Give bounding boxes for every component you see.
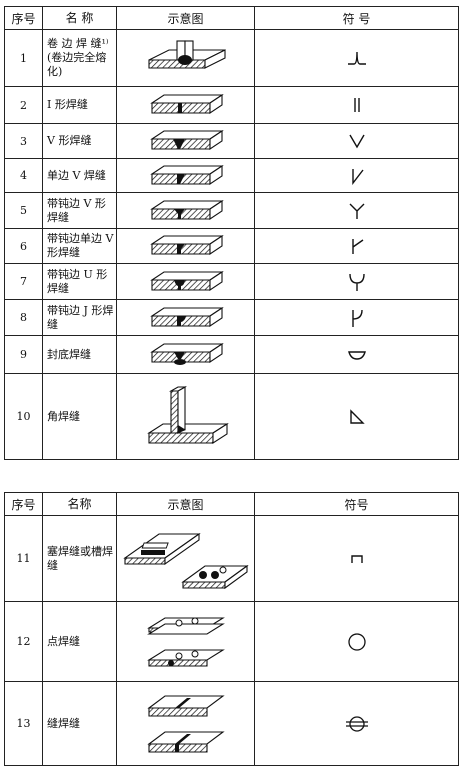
- row-num: 3: [4, 123, 43, 159]
- y-groove-symbol: [254, 192, 459, 229]
- row-num: 5: [4, 192, 43, 229]
- table-row: 7 带钝边 U 形焊缝: [4, 263, 459, 300]
- row-num: 7: [4, 263, 43, 300]
- table-row: 6 带钝边单边 V 形焊缝: [4, 228, 459, 264]
- row-num: 9: [4, 335, 43, 374]
- row-num: 10: [4, 373, 43, 460]
- row-name: 带钝边 U 形焊缝: [42, 263, 117, 300]
- table-row: 12 点焊缝: [4, 601, 459, 682]
- diagram-j-groove: [116, 299, 255, 336]
- row-num: 6: [4, 228, 43, 264]
- row-name: 带钝边 V 形焊缝: [42, 192, 117, 229]
- half-y-groove-symbol: [254, 228, 459, 264]
- table-row: 2 I 形焊缝: [4, 86, 459, 124]
- row-num: 2: [4, 86, 43, 124]
- diagram-fillet-weld: [116, 373, 255, 460]
- row-name: 点焊缝: [42, 601, 117, 682]
- fillet-weld-symbol: [254, 373, 459, 460]
- table-row: 13 缝焊缝: [4, 681, 459, 766]
- table-header-row: 序号 名称 示意图 符号: [4, 492, 459, 516]
- row-num: 4: [4, 158, 43, 193]
- header-num: 序号: [4, 492, 43, 516]
- seam-weld-symbol: [254, 681, 459, 766]
- diagram-v-groove: [116, 123, 255, 159]
- diagram-square-groove: [116, 86, 255, 124]
- table-row: 3 V 形焊缝: [4, 123, 459, 159]
- row-num: 12: [4, 601, 43, 682]
- diagram-spot-weld: [116, 601, 255, 682]
- row-num: 13: [4, 681, 43, 766]
- header-name: 名 称: [42, 6, 117, 30]
- row-name: I 形焊缝: [42, 86, 117, 124]
- table-row: 11 塞焊缝或槽焊缝: [4, 515, 459, 602]
- square-groove-symbol: [254, 86, 459, 124]
- plug-weld-symbol: [254, 515, 459, 602]
- diagram-seam-weld: [116, 681, 255, 766]
- table-header-row: 序号 名 称 示意图 符 号: [4, 6, 459, 30]
- row-name: V 形焊缝: [42, 123, 117, 159]
- v-groove-symbol: [254, 123, 459, 159]
- header-symbol: 符号: [254, 492, 459, 516]
- row-name: 带钝边 J 形焊缝: [42, 299, 117, 336]
- weld-table-1: 序号 名 称 示意图 符 号 1 卷 边 焊 缝¹⁾(卷边完全熔化) 2 I 形…: [4, 6, 459, 460]
- weld-table-2: 序号 名称 示意图 符号 11 塞焊缝或槽焊缝 12 点焊缝 13 缝焊缝: [4, 492, 459, 766]
- diagram-flanged-weld: [116, 29, 255, 87]
- diagram-plug-weld: [116, 515, 255, 602]
- flanged-weld-symbol: [254, 29, 459, 87]
- backing-weld-symbol: [254, 335, 459, 374]
- row-name: 角焊缝: [42, 373, 117, 460]
- u-groove-symbol: [254, 263, 459, 300]
- row-name: 单边 V 焊缝: [42, 158, 117, 193]
- row-name: 封底焊缝: [42, 335, 117, 374]
- table-row: 4 单边 V 焊缝: [4, 158, 459, 193]
- header-symbol: 符 号: [254, 6, 459, 30]
- header-image: 示意图: [116, 6, 255, 30]
- row-name: 缝焊缝: [42, 681, 117, 766]
- header-name: 名称: [42, 492, 117, 516]
- row-name: 带钝边单边 V 形焊缝: [42, 228, 117, 264]
- header-image: 示意图: [116, 492, 255, 516]
- table-row: 1 卷 边 焊 缝¹⁾(卷边完全熔化): [4, 29, 459, 87]
- diagram-bevel-groove: [116, 158, 255, 193]
- table-row: 9 封底焊缝: [4, 335, 459, 374]
- table-row: 10 角焊缝: [4, 373, 459, 460]
- diagram-backing-weld: [116, 335, 255, 374]
- row-num: 11: [4, 515, 43, 602]
- header-num: 序号: [4, 6, 43, 30]
- table-row: 8 带钝边 J 形焊缝: [4, 299, 459, 336]
- table-row: 5 带钝边 V 形焊缝: [4, 192, 459, 229]
- j-groove-symbol: [254, 299, 459, 336]
- row-num: 8: [4, 299, 43, 336]
- row-name: 塞焊缝或槽焊缝: [42, 515, 117, 602]
- spot-weld-symbol: [254, 601, 459, 682]
- diagram-y-groove: [116, 192, 255, 229]
- diagram-u-groove: [116, 263, 255, 300]
- row-name: 卷 边 焊 缝¹⁾(卷边完全熔化): [42, 29, 117, 87]
- bevel-groove-symbol: [254, 158, 459, 193]
- diagram-half-y-groove: [116, 228, 255, 264]
- row-num: 1: [4, 29, 43, 87]
